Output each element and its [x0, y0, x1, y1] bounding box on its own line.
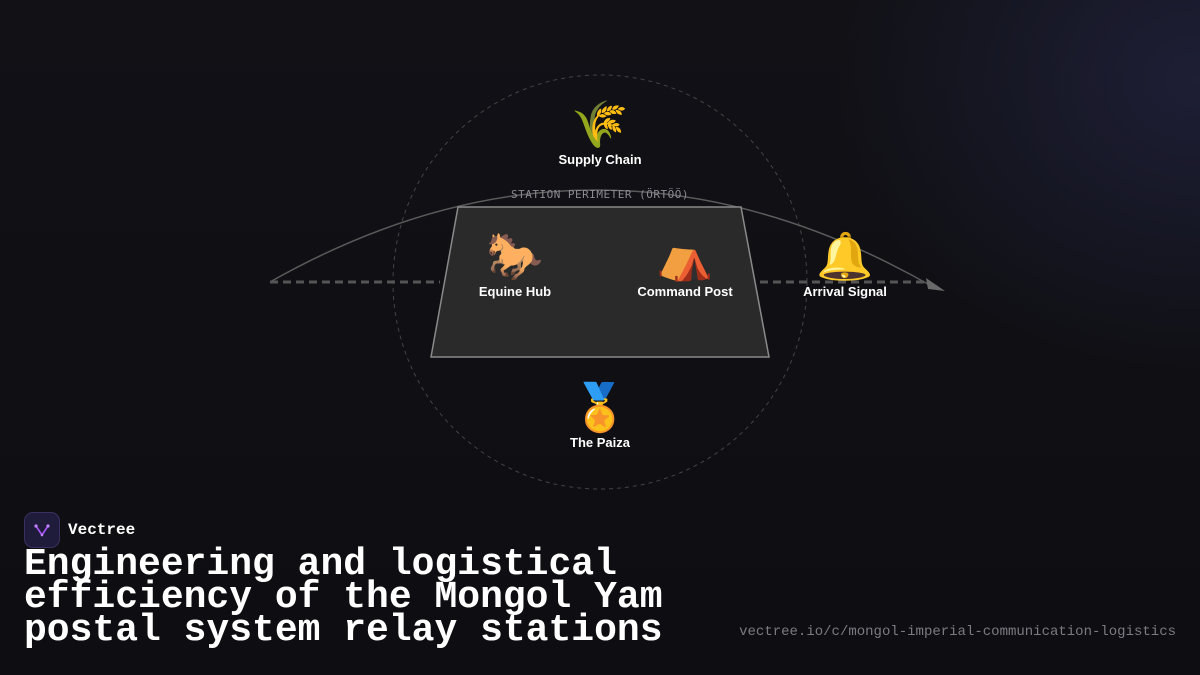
node-arrival-signal: 🔔 Arrival Signal: [765, 230, 925, 299]
brand[interactable]: Vectree: [24, 512, 135, 548]
node-the-paiza: 🏅 The Paiza: [520, 381, 680, 450]
page-title: Engineering and logistical efficiency of…: [24, 543, 663, 652]
node-command-post: ⛺ Command Post: [605, 230, 765, 299]
node-equine-hub: 🐎 Equine Hub: [435, 230, 595, 299]
node-label: Equine Hub: [478, 284, 552, 299]
perimeter-label: STATION PERIMETER (ÖRTÖÖ): [510, 188, 690, 201]
horse-icon: 🐎: [486, 229, 544, 283]
medal-icon: 🏅: [571, 380, 629, 434]
node-label: The Paiza: [570, 435, 630, 450]
bell-icon: 🔔: [816, 229, 874, 283]
node-label: Supply Chain: [558, 152, 642, 167]
route-arc: [269, 189, 936, 289]
sheaf-of-grain-icon: 🌾: [571, 97, 629, 151]
node-label: Arrival Signal: [803, 284, 887, 299]
node-label: Command Post: [637, 284, 733, 299]
brand-name: Vectree: [68, 521, 136, 539]
route-arrowhead: [926, 278, 945, 291]
source-url[interactable]: vectree.io/c/mongol-imperial-communicati…: [739, 624, 1176, 640]
node-supply-chain: 🌾 Supply Chain: [520, 98, 680, 167]
station-perimeter: [430, 206, 770, 358]
tent-icon: ⛺: [656, 229, 714, 283]
vectree-logo-icon: [24, 512, 60, 548]
